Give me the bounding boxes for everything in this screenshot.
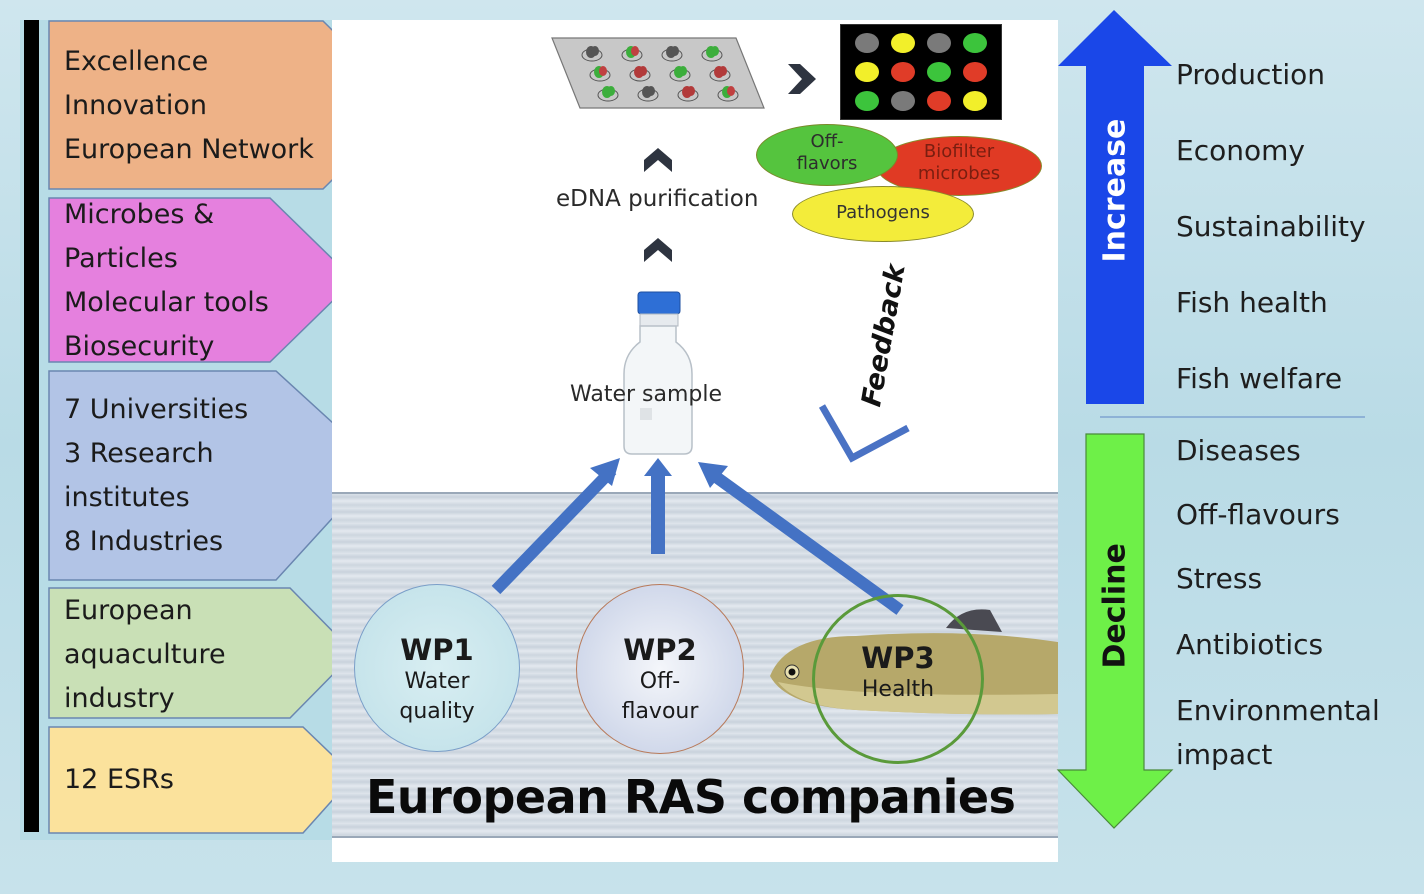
well-probe [719, 66, 727, 76]
decline-item: Environmental [1176, 694, 1380, 727]
increase-item: Production [1176, 58, 1325, 91]
chevron-up-icon [644, 148, 672, 172]
chevron-line: industry [64, 683, 175, 714]
chevron-line: Innovation [64, 90, 207, 121]
chevron-line: 7 Universities [64, 394, 249, 425]
category-line: Pathogens [836, 202, 930, 223]
result-dot [963, 62, 987, 82]
increase-item: Economy [1176, 134, 1305, 167]
increase-arrow-icon [1058, 10, 1172, 404]
arrow-wp3-head [698, 462, 728, 488]
decline-arrow-icon [1056, 433, 1174, 829]
wp2-line: flavour [621, 699, 699, 724]
well-probe [671, 46, 679, 56]
water-sample-label: Water sample [570, 382, 723, 407]
wp1-line: quality [399, 699, 475, 724]
chevron-microbes: Microbes & Particles Molecular tools Bio… [48, 197, 356, 363]
footer-title: European RAS companies [366, 770, 1016, 824]
result-dot [891, 91, 915, 111]
category-line: microbes [917, 163, 1001, 184]
chevron-line: Excellence [64, 46, 209, 77]
section-divider [1100, 416, 1365, 418]
chevron-line: aquaculture [64, 639, 226, 670]
result-dot [927, 91, 951, 111]
category-pathogens: Pathogens [792, 186, 974, 242]
chevron-esrs: 12 ESRs [48, 726, 356, 834]
wp1-line: Water [404, 669, 470, 694]
result-dot [891, 62, 915, 82]
result-dot [963, 91, 987, 111]
wp1-title: WP1 [400, 633, 474, 667]
chevron-line: European [64, 595, 193, 626]
result-dot [855, 33, 879, 53]
timeline-bar [24, 20, 39, 832]
chevron-line: Biosecurity [64, 331, 215, 362]
decline-item: Antibiotics [1176, 628, 1324, 661]
chevron-line: Particles [64, 243, 178, 274]
increase-item: Fish health [1176, 286, 1328, 319]
flow-arrows [491, 458, 904, 615]
wp3-circle: WP3 Health [812, 594, 984, 764]
feedback-arrowhead [818, 404, 910, 463]
water-bottle-icon [623, 291, 693, 455]
wp3-line: Health [861, 677, 935, 702]
well-probe [687, 86, 695, 96]
chevron-partners: 7 Universities 3 Research institutes 8 I… [48, 370, 382, 582]
chevron-line: 12 ESRs [64, 764, 174, 795]
category-line: Off- [810, 131, 844, 152]
arrow-wp1-head [590, 458, 620, 486]
well-probe [679, 66, 687, 76]
chevron-line: Microbes & [64, 199, 215, 230]
category-line: Biofilter [923, 141, 995, 162]
microarray-plate [551, 37, 765, 109]
wp2-circle: WP2 Off- flavour [576, 584, 744, 754]
decline-item: Stress [1176, 562, 1263, 595]
increase-item: Fish welfare [1176, 362, 1343, 395]
result-dot [891, 33, 915, 53]
well-probe [647, 86, 655, 96]
result-grid [840, 24, 1002, 120]
well-probe [711, 46, 719, 56]
well-probe [727, 86, 735, 96]
chevron-line: 8 Industries [64, 526, 224, 557]
decline-item: Diseases [1176, 434, 1301, 467]
result-dot [927, 62, 951, 82]
arrow-wp2-head [644, 458, 672, 476]
well-probe [599, 66, 607, 76]
well-probe [607, 86, 615, 96]
chevron-line: Molecular tools [64, 287, 269, 318]
chevron-line: European Network [64, 134, 314, 165]
chevron-line: 3 Research [64, 438, 214, 469]
result-dot [855, 62, 879, 82]
decline-label: Decline [1097, 543, 1133, 669]
wp1-circle: WP1 Water quality [354, 584, 520, 752]
wp3-title: WP3 [861, 641, 935, 675]
result-dot [927, 33, 951, 53]
decline-item: impact [1176, 738, 1273, 771]
decline-item: Off-flavours [1176, 498, 1340, 531]
increase-item: Sustainability [1176, 210, 1366, 243]
wp2-title: WP2 [623, 633, 697, 667]
category-line: flavors [796, 153, 858, 174]
well-probe [631, 46, 639, 56]
edna-purification-label: eDNA purification [556, 186, 759, 212]
arrow-wp1 [491, 465, 617, 595]
chevron-up-icon [644, 238, 672, 262]
category-off-flavors: Off- flavors [756, 124, 898, 186]
chevron-right-icon [788, 64, 816, 94]
result-dot [855, 91, 879, 111]
well-probe [591, 46, 599, 56]
arrow-wp3 [708, 469, 904, 615]
wp2-line: Off- [639, 669, 681, 694]
result-dot [963, 33, 987, 53]
increase-label: Increase [1097, 118, 1133, 263]
chevron-line: institutes [64, 482, 190, 513]
well-probe [639, 66, 647, 76]
chevron-industry: European aquaculture industry [48, 587, 356, 719]
